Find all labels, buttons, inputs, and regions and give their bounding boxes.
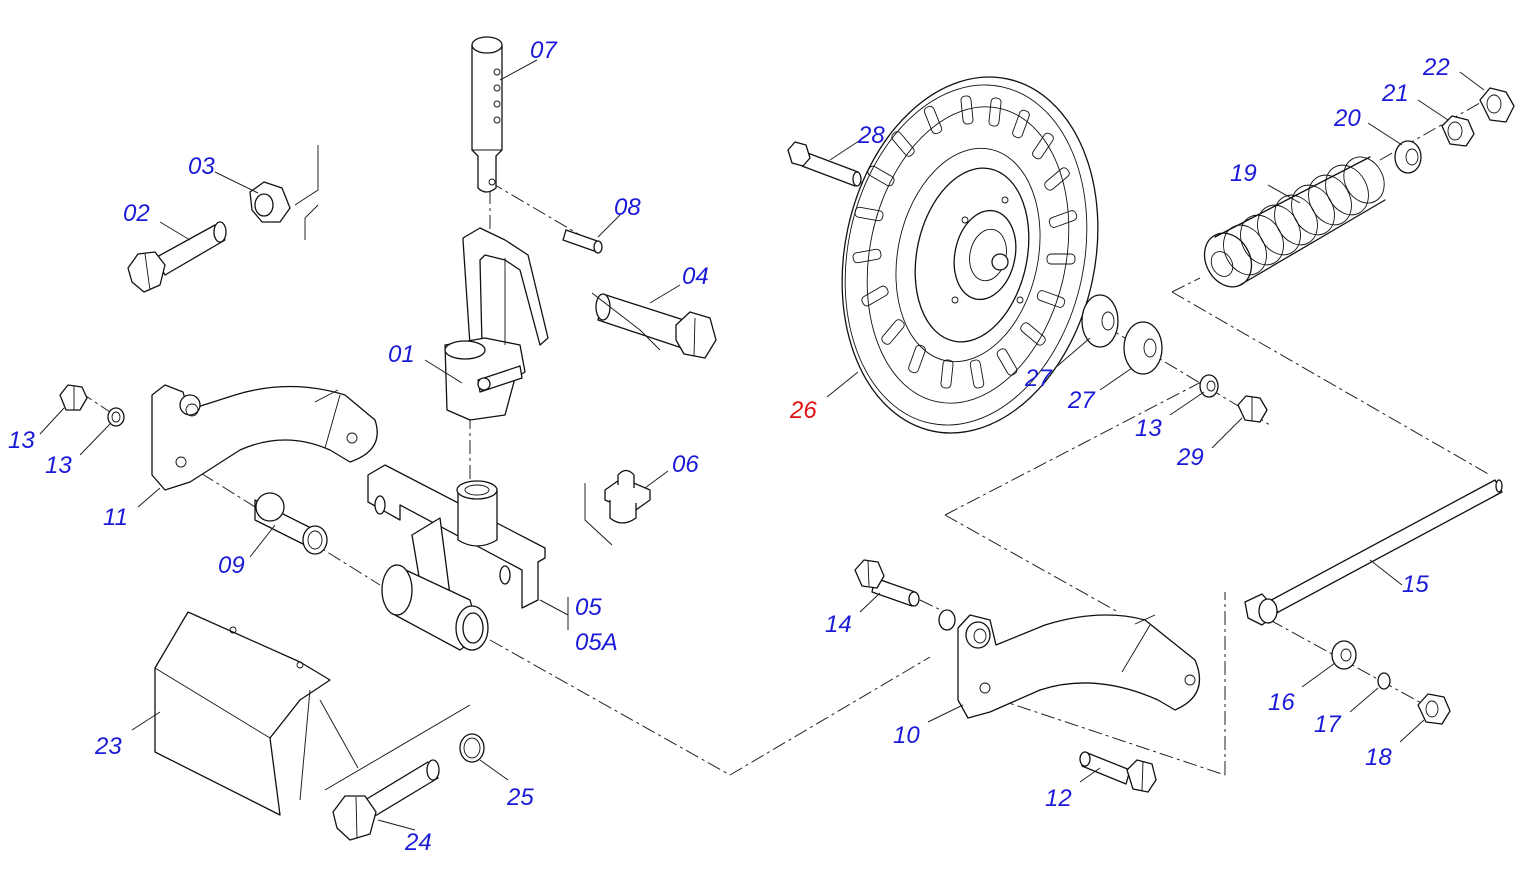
callout-22-b: 22: [1422, 54, 1450, 81]
callout-05: 05: [575, 594, 602, 621]
callout-11: 11: [103, 504, 128, 531]
part-29-nut: [1237, 395, 1268, 423]
part-12-hex-bolt: [1079, 751, 1157, 793]
part-01-lever-bracket: [444, 227, 549, 421]
callout-04: 04: [682, 263, 709, 290]
part-02-hex-bolt: [127, 221, 227, 293]
callout-03: 03: [188, 153, 215, 180]
offset-brackets: [294, 145, 661, 791]
part-15-hex-bolt: [854, 559, 920, 607]
callout-13-left: 13: [45, 452, 72, 479]
part-13-washer-left: [107, 407, 125, 427]
part-25-washer: [459, 733, 485, 763]
part-04-hex-bolt: [595, 293, 717, 359]
part-26-disc-wheel: [841, 76, 1099, 434]
callout-29: 29: [1176, 444, 1204, 471]
callout-23: 23: [94, 733, 122, 760]
callout-13-right: 13: [1135, 415, 1162, 442]
part-13-washer-right: [1199, 374, 1219, 398]
callout-10: 10: [893, 722, 920, 749]
part-19-nut: [1417, 693, 1451, 725]
leader-lines: [39, 59, 1485, 831]
callout-02: 02: [123, 200, 150, 227]
part-10-arm: [938, 609, 1201, 719]
callout-19: 18: [1365, 744, 1392, 771]
callout-08: 08: [614, 194, 641, 221]
part-20-spring: [1203, 156, 1386, 288]
callout-26: 26: [789, 397, 817, 424]
callout-09: 09: [218, 552, 245, 579]
part-14-nut-left: [59, 384, 88, 411]
callout-16: 15: [1402, 571, 1429, 598]
part-24-hex-bolt: [332, 759, 440, 841]
part-22-nut-a: [1441, 115, 1475, 147]
callout-21: 20: [1333, 105, 1361, 132]
part-27-washer-b: [1123, 321, 1163, 375]
part-08-roll-pin: [562, 229, 603, 254]
callout-01: 01: [388, 341, 415, 368]
part-27-washer-a: [1081, 294, 1119, 348]
callout-18: 17: [1314, 711, 1342, 738]
callout-06: 06: [672, 451, 699, 478]
callout-24: 24: [404, 829, 432, 856]
part-23-cover-plate: [154, 611, 331, 816]
part-05-main-bracket: [367, 464, 546, 651]
callout-12: 12: [1045, 785, 1072, 812]
part-03-hex-nut: [249, 181, 291, 223]
callout-07: 07: [530, 37, 558, 64]
part-16-rod: [1244, 479, 1503, 626]
callout-15: 14: [825, 611, 852, 638]
callout-27-b: 27: [1067, 387, 1096, 414]
part-22-nut-b: [1479, 87, 1515, 123]
part-06-grease-fitting: [604, 469, 651, 524]
callout-22-a: 21: [1381, 80, 1409, 107]
part-21-spacer: [1394, 140, 1422, 174]
callout-28: 28: [857, 122, 885, 149]
callout-17: 16: [1268, 689, 1295, 716]
part-18-lock-washer: [1377, 672, 1391, 690]
callout-labels: 07 03 02 08 04 01 13 13 11 06 09 05 05A …: [8, 37, 1450, 856]
part-09-bushing: [254, 492, 328, 555]
spring-coils: [1223, 156, 1385, 276]
callout-27-a: 27: [1024, 365, 1053, 392]
callout-14: 13: [8, 427, 35, 454]
part-17-washer: [1331, 640, 1357, 670]
callout-05a: 05A: [575, 629, 618, 656]
disc-slots: [852, 95, 1078, 389]
callout-25: 25: [506, 784, 534, 811]
callout-20: 19: [1230, 160, 1257, 187]
part-28-bolt: [787, 141, 862, 187]
part-07-handle-pin: [471, 36, 503, 193]
part-11-arm: [151, 384, 378, 491]
